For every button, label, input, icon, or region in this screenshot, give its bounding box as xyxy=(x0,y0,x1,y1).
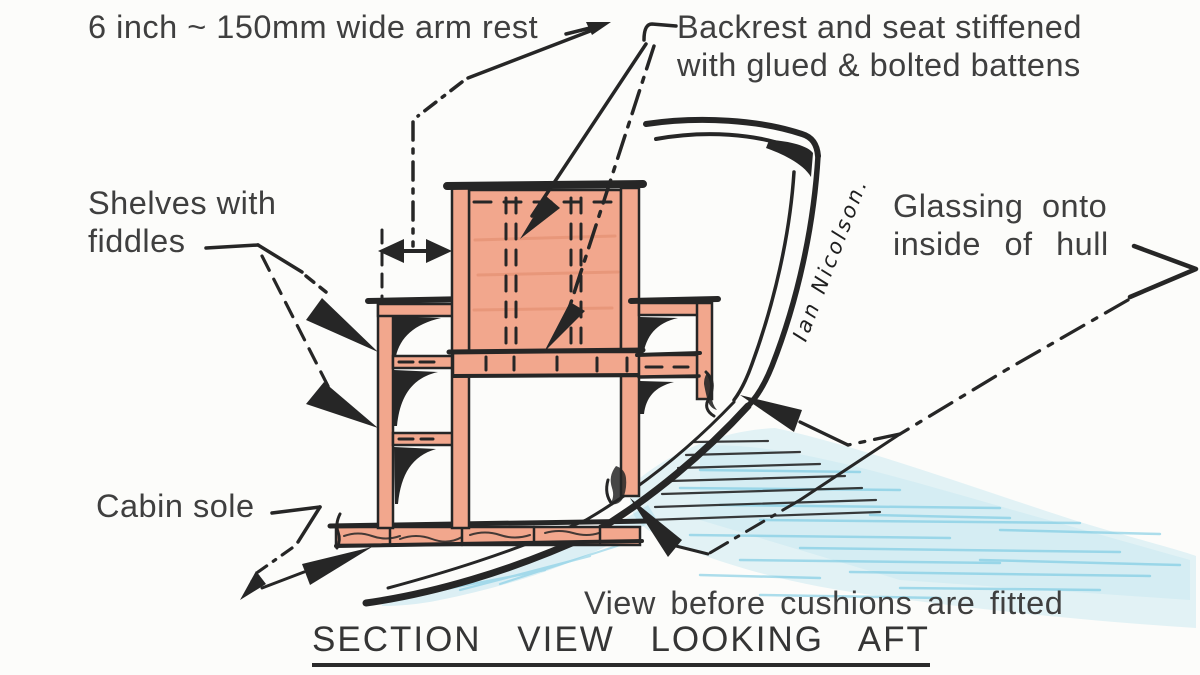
fiddle-bracket xyxy=(640,381,674,414)
armrest-label-text: 6 inch ~ 150mm wide arm rest xyxy=(88,9,539,45)
shelves-label: Shelves with fiddles xyxy=(88,185,277,260)
armrest-unit xyxy=(605,296,721,506)
glass-tab xyxy=(605,478,614,506)
bolt-marks xyxy=(484,355,629,373)
caption: View before cushions are fitted xyxy=(584,585,1064,621)
cabin-sole xyxy=(327,512,651,550)
fiddle-bracket xyxy=(640,317,678,356)
fiddle-bracket xyxy=(394,447,436,504)
fiddle-bracket xyxy=(394,370,438,426)
leader-backrest xyxy=(520,22,678,352)
leader-shelves xyxy=(204,243,378,428)
glassing-label: Glassing onto inside of hull xyxy=(893,188,1109,263)
glass-tab xyxy=(610,466,627,505)
left-shelves xyxy=(365,296,473,530)
leader-armrest xyxy=(411,22,611,248)
glass-tab xyxy=(704,372,717,410)
sole-glass-tab xyxy=(335,512,342,550)
armrest-label: 6 inch ~ 150mm wide arm rest xyxy=(88,8,538,46)
drawing-title: SECTION VIEW LOOKING AFT xyxy=(312,620,930,667)
leader-cabin-sole xyxy=(240,505,372,600)
leader-glassing xyxy=(630,243,1199,557)
cabin-sole-label: Cabin sole xyxy=(96,488,255,524)
fiddle-bracket xyxy=(394,316,441,356)
batten-dashed-lines xyxy=(504,196,583,352)
backrest-label: Backrest and seat stiffened with glued &… xyxy=(677,9,1082,84)
dimension-arrow xyxy=(378,228,452,304)
glassing-hatch xyxy=(646,439,882,522)
